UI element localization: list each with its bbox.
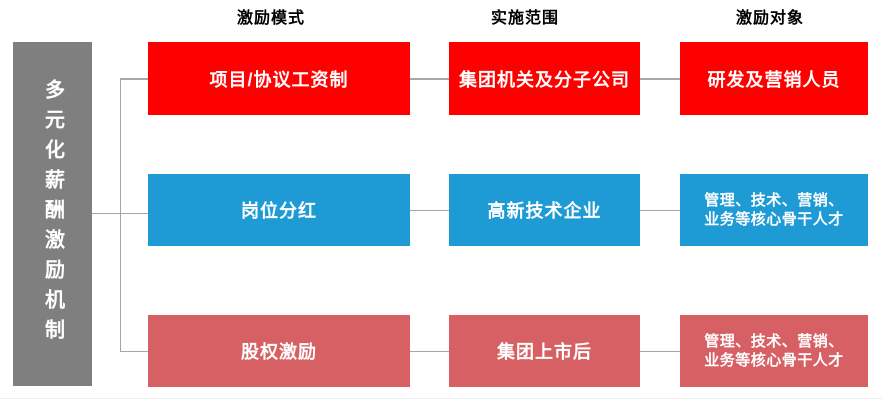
connector-row3-scope-target <box>640 350 680 352</box>
connector-root-to-trunk <box>92 212 148 214</box>
node-scope-row3-label: 集团上市后 <box>497 342 592 362</box>
node-scope-row3: 集团上市后 <box>449 315 640 387</box>
node-scope-row1: 集团机关及分子公司 <box>449 42 640 115</box>
node-mode-row1-label: 项目/协议工资制 <box>209 69 349 90</box>
connector-row2-scope-target <box>640 209 680 211</box>
node-scope-row2: 高新技术企业 <box>449 174 640 246</box>
connector-row1-scope-target <box>640 78 680 80</box>
node-scope-row2-label: 高新技术企业 <box>487 201 602 221</box>
node-target-row2-line1: 管理、技术、营销、 <box>704 192 844 209</box>
connector-trunk-to-row1 <box>120 78 148 80</box>
node-mode-row1: 项目/协议工资制 <box>148 42 410 115</box>
connector-row2-mode-scope <box>410 209 449 211</box>
node-target-row2-line2: 业务等核心骨干人才 <box>704 211 844 228</box>
connector-trunk-to-row3 <box>120 350 148 352</box>
column-header-implementation-scope: 实施范围 <box>490 10 559 27</box>
column-header-incentive-target: 激励对象 <box>735 10 804 27</box>
node-target-row3: 管理、技术、营销、 业务等核心骨干人才 <box>680 315 868 387</box>
node-target-row3-line1: 管理、技术、营销、 <box>704 333 844 350</box>
bottom-divider <box>0 398 882 399</box>
node-target-row1: 研发及营销人员 <box>680 42 868 115</box>
connector-row3-mode-scope <box>410 350 449 352</box>
node-mode-row2-label: 岗位分红 <box>241 201 317 221</box>
node-mode-row2: 岗位分红 <box>148 174 410 246</box>
node-scope-row1-label: 集团机关及分子公司 <box>459 69 630 90</box>
root-node: 多元化薪酬激励机制 <box>13 42 92 386</box>
connector-row1-mode-scope <box>410 78 449 80</box>
node-target-row3-line2: 业务等核心骨干人才 <box>704 352 844 369</box>
connector-trunk-vertical <box>119 78 121 352</box>
node-target-row1-line1: 研发及营销人员 <box>707 69 841 90</box>
column-header-incentive-mode: 激励模式 <box>236 10 305 27</box>
root-node-label: 多元化薪酬激励机制 <box>41 79 64 349</box>
node-target-row2: 管理、技术、营销、 业务等核心骨干人才 <box>680 174 868 246</box>
node-mode-row3: 股权激励 <box>148 315 410 387</box>
node-mode-row3-label: 股权激励 <box>241 342 317 362</box>
